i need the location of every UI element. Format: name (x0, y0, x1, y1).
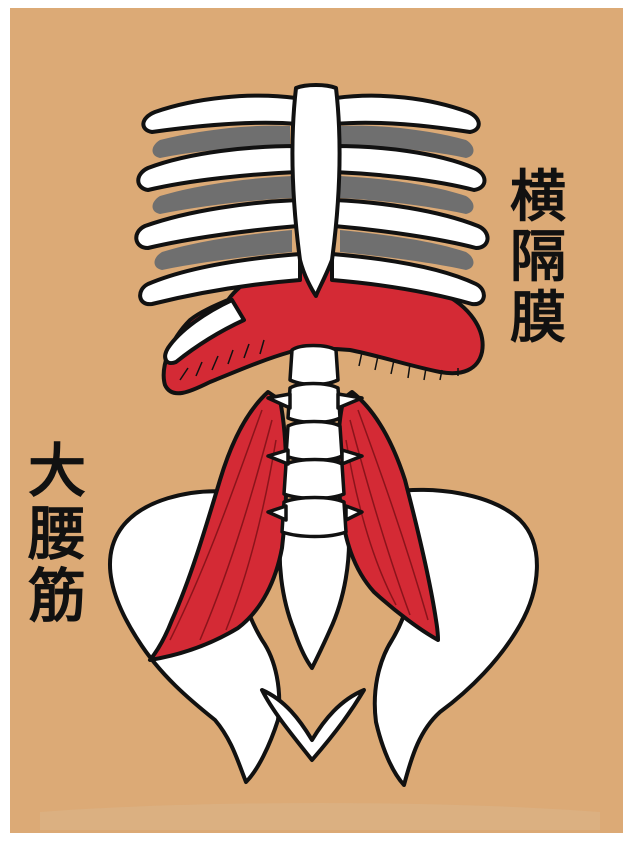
vertebra-2 (288, 384, 340, 423)
psoas-major-label: 大腰筋 (22, 440, 92, 628)
vertebra-3 (286, 422, 342, 461)
vertebra-5 (282, 498, 346, 537)
vertebra-4 (284, 460, 344, 499)
diaphragm-label: 横隔膜 (505, 168, 571, 349)
vertebra-1 (290, 346, 338, 385)
sternum (293, 85, 340, 296)
